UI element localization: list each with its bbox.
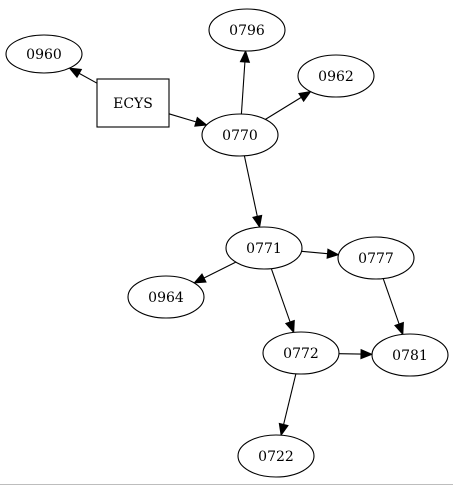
- edge-line: [265, 96, 302, 120]
- node-box-shape: [96, 78, 170, 128]
- edge-0770-to-0771: [243, 155, 263, 229]
- node-ellipse-shape: [371, 333, 449, 377]
- edge-line: [243, 155, 258, 217]
- node-0770[interactable]: 0770: [201, 113, 279, 157]
- edge-0771-to-0777: [301, 248, 340, 259]
- edge-0770-to-0796: [239, 49, 251, 115]
- node-label: 0770: [222, 128, 258, 144]
- arrow-head-icon: [360, 348, 374, 360]
- node-0964[interactable]: 0964: [127, 275, 205, 319]
- arrow-head-icon: [298, 90, 312, 103]
- node-label: 0781: [392, 348, 428, 364]
- node-ellipse-shape: [225, 226, 303, 270]
- edge-ecys-to-0770: [168, 113, 208, 127]
- node-label: 0777: [358, 251, 394, 267]
- node-label: 0796: [229, 23, 265, 39]
- node-label: 0771: [246, 241, 282, 257]
- arrow-head-icon: [394, 321, 404, 336]
- edge-line: [78, 72, 98, 84]
- node-label: 0722: [258, 449, 294, 465]
- node-label: 0962: [318, 69, 354, 85]
- edge-line: [168, 113, 197, 123]
- edge-0772-to-0781: [338, 348, 374, 360]
- node-label: 0772: [283, 346, 319, 362]
- edge-0771-to-0772: [270, 268, 295, 334]
- edge-ecys-to-0960: [68, 67, 98, 84]
- node-0722[interactable]: 0722: [237, 434, 315, 478]
- arrow-head-icon: [194, 116, 208, 127]
- edge-0777-to-0781: [382, 278, 404, 336]
- node-ellipse-shape: [127, 275, 205, 319]
- node-ellipse-shape: [297, 54, 375, 98]
- arrow-head-icon: [68, 67, 83, 79]
- arrow-head-icon: [278, 422, 289, 437]
- edge-line: [203, 261, 237, 279]
- edge-line: [270, 268, 291, 323]
- edge-line: [301, 250, 328, 255]
- node-label: 0964: [148, 290, 184, 306]
- node-0771[interactable]: 0771: [225, 226, 303, 270]
- arrow-head-icon: [193, 273, 207, 284]
- node-ellipse-shape: [5, 34, 83, 74]
- node-label: ECYS: [113, 96, 153, 112]
- edge-0770-to-0962: [265, 90, 312, 120]
- arrow-head-icon: [239, 49, 251, 63]
- edge-line: [240, 61, 246, 115]
- edge-line: [382, 278, 400, 325]
- node-ellipse-shape: [201, 113, 279, 157]
- node-0777[interactable]: 0777: [337, 236, 415, 280]
- edge-0772-to-0722: [278, 373, 297, 437]
- node-0962[interactable]: 0962: [297, 54, 375, 98]
- edge-0771-to-0964: [193, 261, 237, 284]
- node-ellipse-shape: [237, 434, 315, 478]
- edges-layer: [68, 49, 404, 437]
- node-0796[interactable]: 0796: [208, 8, 286, 52]
- node-label: 0960: [26, 47, 62, 63]
- arrow-head-icon: [284, 319, 295, 334]
- edge-line: [283, 373, 297, 425]
- node-ecys[interactable]: ECYS: [96, 78, 170, 128]
- node-0960[interactable]: 0960: [5, 34, 83, 74]
- node-ellipse-shape: [262, 331, 340, 375]
- arrow-head-icon: [326, 248, 340, 259]
- nodes-layer: ECYS 0960 0770 0796 0962 0771 0964 0777 0772 0781…: [5, 8, 449, 478]
- node-ellipse-shape: [208, 8, 286, 52]
- node-ellipse-shape: [337, 236, 415, 280]
- node-0781[interactable]: 0781: [371, 333, 449, 377]
- arrow-head-icon: [252, 214, 263, 229]
- node-0772[interactable]: 0772: [262, 331, 340, 375]
